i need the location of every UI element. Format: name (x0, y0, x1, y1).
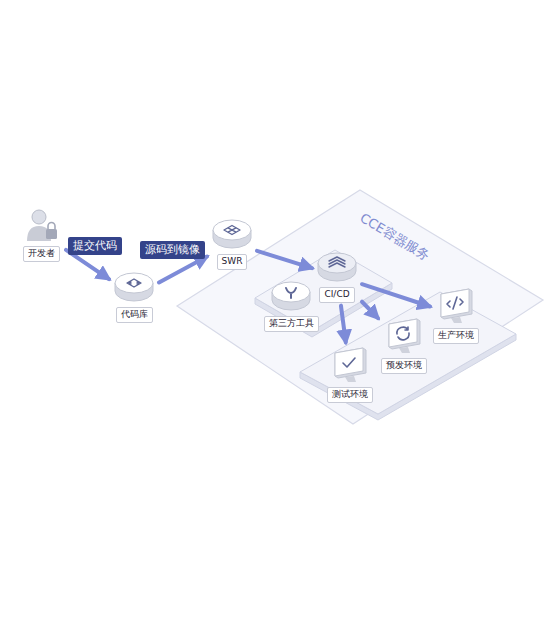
env-platform (300, 292, 516, 420)
refresh-glyph (397, 327, 409, 340)
node-label: SWR (217, 254, 248, 269)
monitor-side (389, 319, 420, 349)
swr-glyph (224, 226, 240, 235)
code-glyph (447, 297, 463, 309)
lock-body (46, 229, 57, 239)
node-label: 测试环境 (327, 387, 373, 402)
cicd-icon (315, 249, 359, 285)
flow-connector (159, 257, 207, 283)
tool-icon (269, 278, 313, 314)
check-icon (329, 345, 371, 385)
platform-top (300, 292, 516, 414)
service-node: SWR (210, 216, 254, 269)
flow-connector (257, 251, 312, 268)
node-label: 第三方工具 (264, 316, 319, 331)
code-icon (435, 286, 477, 326)
swr-icon (210, 216, 254, 252)
flow-connector (362, 284, 430, 306)
lock-shackle (48, 223, 55, 230)
node-label: 开发者 (23, 246, 60, 261)
platform-top (255, 250, 392, 331)
edge-label: 源码到镜像 (140, 241, 205, 259)
person-icon (19, 204, 63, 244)
tool-platform (255, 250, 392, 337)
check-glyph (343, 358, 355, 367)
service-node: 预发环境 (381, 316, 427, 373)
edge-label: 提交代码 (68, 237, 122, 255)
prism-top (318, 253, 356, 273)
service-node: 生产环境 (433, 286, 479, 343)
person-head (32, 210, 46, 224)
monitor-side (335, 348, 366, 378)
region-title: CCE容器服务 (356, 209, 432, 265)
node-label: 代码库 (116, 307, 153, 322)
monitor-screen (441, 289, 469, 317)
region-shape (177, 190, 543, 424)
flow-connector (341, 306, 346, 343)
service-node: 开发者 (19, 204, 63, 261)
monitor-side (441, 289, 472, 319)
prism-top (115, 273, 153, 293)
prism-top (272, 282, 310, 302)
node-label: 预发环境 (381, 358, 427, 373)
repo-glyph (127, 279, 141, 287)
service-node: 代码库 (112, 269, 156, 322)
node-label: CI/CD (319, 287, 354, 302)
service-node: CI/CD (315, 249, 359, 302)
cicd-glyph (329, 257, 345, 267)
service-node: 测试环境 (327, 345, 373, 402)
flow-connector (362, 302, 378, 318)
prism-top (213, 220, 251, 240)
node-label: 生产环境 (433, 328, 479, 343)
monitor-screen (335, 348, 363, 376)
refresh-icon (383, 316, 425, 356)
repo-icon (112, 269, 156, 305)
service-node: 第三方工具 (264, 278, 319, 331)
monitor-screen (389, 319, 417, 347)
tool-glyph (286, 288, 296, 298)
